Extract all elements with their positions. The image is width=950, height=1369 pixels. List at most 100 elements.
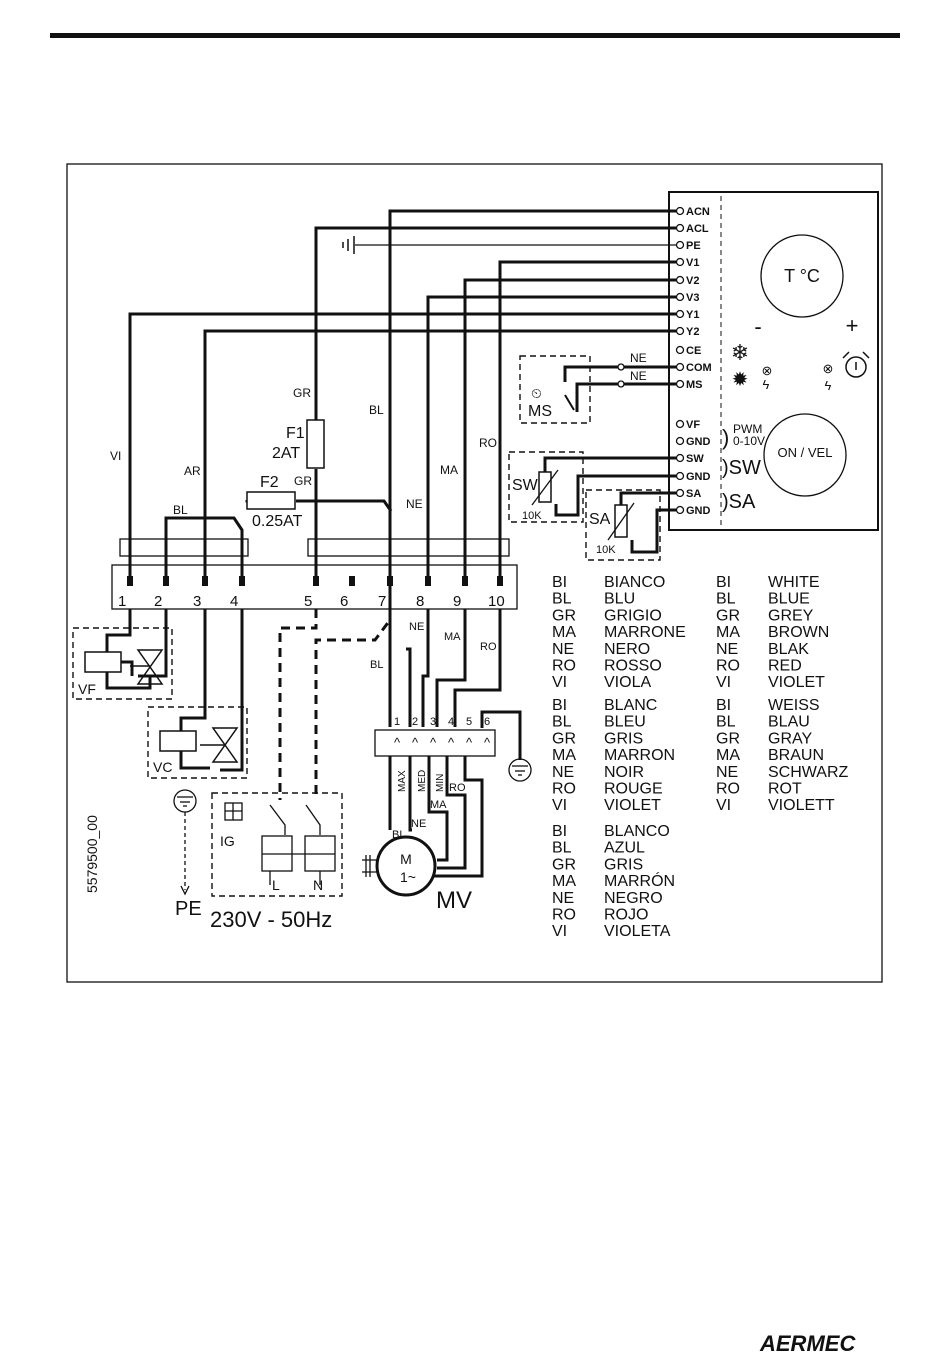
motor-terminal-chevron: ^ [466,735,473,750]
on-vel-label: ON / VEL [778,445,833,460]
motor-terminal-chevron: ^ [412,735,419,750]
legend-colour-name: ROUGE [604,781,663,798]
controller-terminal-label: CE [686,345,701,357]
controller-terminal [675,240,685,250]
motor-phase: 1~ [400,869,416,885]
controller-terminal-label: GND [686,505,711,517]
controller-terminal-label: MS [686,379,703,391]
lamp-icon: ⊗ [762,363,773,378]
n-label: N [313,877,323,893]
pe-label: PE [175,898,202,920]
temperature-knob[interactable] [760,234,844,318]
sw-brace-label: )SW [722,457,761,479]
controller-terminal-label: GND [686,471,711,483]
wire-v1 [498,260,676,580]
legend-code: BI [552,697,567,714]
controller-terminal-label: GND [686,436,711,448]
motor-terminal-number: 1 [394,716,400,728]
motor-lead-label: MED [417,770,428,792]
controller-terminal-label: V2 [686,275,699,287]
motor-terminal-number: 2 [412,716,418,728]
terminal-screw [425,576,431,586]
legend-code: MA [716,747,740,764]
terminal-screw [462,576,468,586]
label-bl-link: BL [173,503,188,517]
sw-label: SW [512,477,539,494]
controller-terminal [675,505,685,515]
terminal-number: 3 [193,593,201,610]
pwm-range-label: 0-10V [733,434,765,448]
label-gr-2: GR [294,474,312,488]
controller-terminal [675,275,685,285]
label-com-ne: NE [630,351,647,365]
legend-code: RO [716,781,740,798]
controller-terminal [675,362,685,372]
legend-colour-name: BRAUN [768,747,824,764]
legend-colour-name: WEISS [768,697,820,714]
legend-colour-name: MARRÓN [604,871,675,890]
legend-colour-name: SCHWARZ [768,764,849,781]
legend-code: VI [716,674,731,691]
controller-terminal [675,488,685,498]
legend-code: RO [552,781,576,798]
pwm-brace: ) [722,425,729,450]
legend-colour-name: ROJO [604,907,648,924]
terminal-number: 2 [154,593,162,610]
minus-sign: - [754,314,761,339]
power-switch-ig[interactable]: IG L N [211,792,343,897]
terminal-screw [349,576,355,586]
legend-code: BI [716,574,731,591]
controller-terminal-label: ACL [686,223,709,235]
controller-terminal-label: ACN [686,206,710,218]
label-ar: AR [184,464,201,478]
label-bl-low: BL [370,659,383,671]
controller-terminal [675,471,685,481]
valve-vc: VC [147,706,248,779]
terminal-number: 9 [453,593,461,610]
fuse-f2-rating: 0.25AT [252,513,303,530]
legend-code: MA [552,624,576,641]
terminal-screw [497,576,503,586]
legend-colour-name: GRAY [768,730,812,747]
label-ro-motor: RO [449,782,466,794]
controller-terminal-label: Y2 [686,326,699,338]
motor-terminal-chevron: ^ [394,735,401,750]
fuse-f1-label: F1 [286,425,305,442]
motor-terminal-block: 1^2^3^4^5^6^ [374,710,522,760]
fuse-f1: F1 2AT [272,419,325,469]
legend-colour-name: GRIS [604,730,643,747]
legend-code: BL [716,591,736,608]
label-bl: BL [369,403,384,417]
earth-icon [173,789,197,896]
on-vel-knob[interactable] [763,413,847,497]
legend-colour-name: VIOLETA [604,923,671,940]
motor-lead-label: MAX [397,770,408,792]
legend-colour-name: BIANCO [604,574,665,591]
flash-icon-2: ϟ [825,378,832,393]
wire-v2 [463,278,676,580]
ms-window-contact: ⏲ MS NE NE [519,351,676,424]
legend-colour-name: BLANC [604,697,657,714]
fuse-f1-rating: 2AT [272,445,300,462]
motor-label: MV [436,887,472,914]
legend-colour-name: BLANCO [604,823,670,840]
terminal-screw [127,576,133,586]
label-gr: GR [293,386,311,400]
legend-colour-name: ROSSO [604,658,662,675]
supply-label: 230V - 50Hz [210,907,332,932]
legend-colour-name: VIOLETT [768,797,835,814]
controller-terminal [675,223,685,233]
legend-colour-name: MARRON [604,747,675,764]
legend-colour-name: BLEU [604,714,646,731]
legend-colour-name: GREY [768,607,814,624]
terminal-number: 4 [230,593,238,610]
motor-terminal-chevron: ^ [484,735,491,750]
label-ro: RO [479,436,497,450]
legend-code: MA [552,873,576,890]
legend-colour-name: MARRONE [604,624,686,641]
terminal-number: 8 [416,593,424,610]
terminal-screw [387,576,393,586]
legend-colour-name: NOIR [604,764,644,781]
legend-code: GR [716,730,740,747]
